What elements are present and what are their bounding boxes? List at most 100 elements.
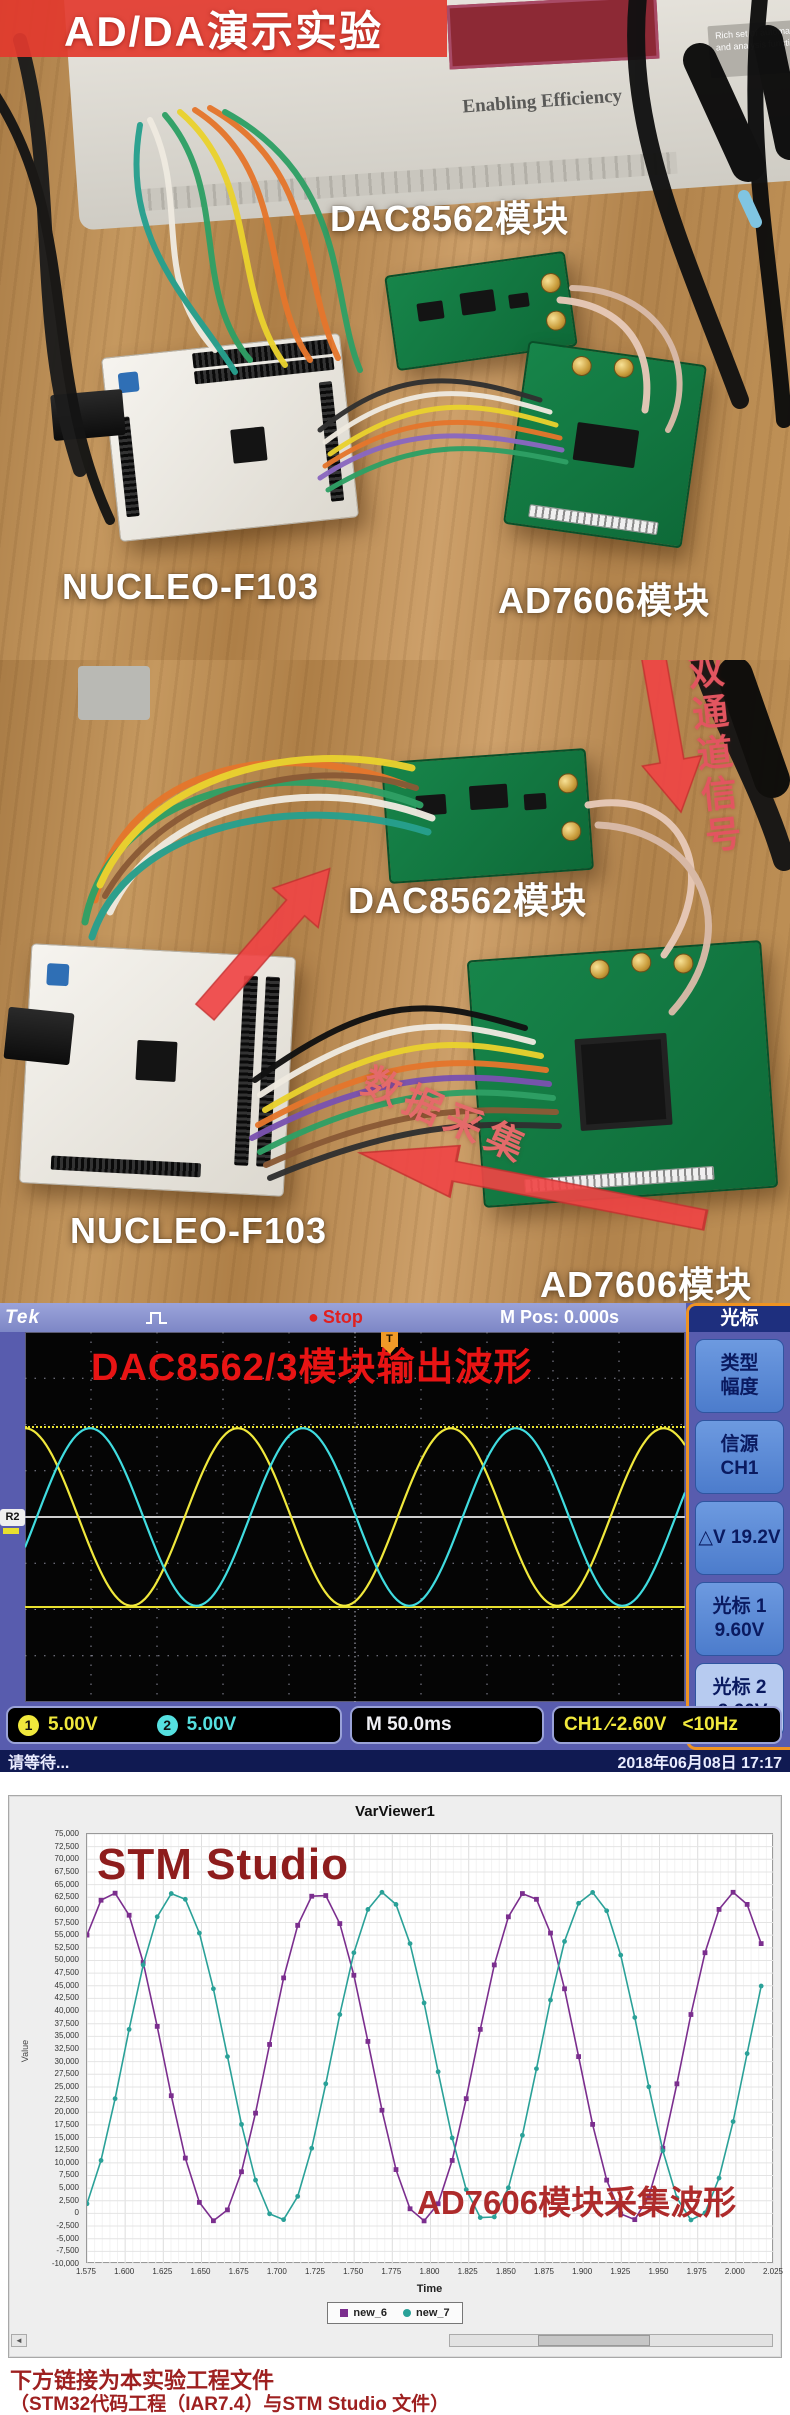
y-tick-label: 25,000: [54, 2081, 79, 2091]
y-tick-label: 67,500: [54, 1866, 79, 1876]
x-tick-label: 1.650: [190, 2267, 211, 2276]
x-tick-label: 1.925: [610, 2267, 631, 2276]
trigger-frequency: <10Hz: [682, 1714, 738, 1735]
scope-overlay-title: DAC8562/3模块输出波形: [91, 1347, 533, 1389]
horizontal-scrollbar[interactable]: [449, 2334, 773, 2347]
y-tick-label: 15,000: [54, 2132, 79, 2142]
scrollbar-thumb[interactable]: [538, 2335, 650, 2346]
timebase-value: M 50.0ms: [366, 1714, 452, 1735]
scope-display: DAC8562/3模块输出波形 T: [25, 1332, 685, 1702]
y-tick-label: 10,000: [54, 2157, 79, 2167]
y-tick-label: 60,000: [54, 1904, 79, 1914]
y-tick-label: -2,500: [56, 2221, 79, 2231]
timebase-readout: M 50.0ms: [350, 1706, 544, 1744]
scroll-left-arrow[interactable]: ◄: [11, 2334, 27, 2347]
menu-button-type[interactable]: 类型 幅度: [695, 1339, 784, 1413]
menu-btn-line: 信源: [720, 1434, 759, 1456]
scope-status-bar: 请等待... 2018年06月08日 17:17: [0, 1750, 790, 1772]
ch1-scale: 5.00V: [48, 1714, 98, 1735]
menu-header: 光标: [689, 1306, 790, 1332]
new6-marker-icon: [340, 2309, 349, 2317]
acquisition-status: ● Stop: [308, 1307, 363, 1328]
status-message: 请等待...: [8, 1755, 70, 1772]
ch1-ground-tick: [3, 1528, 19, 1534]
photo1-adc-label: AD7606模块: [498, 580, 711, 621]
adc-waveform-caption: AD7606模块采集波形: [417, 2184, 737, 2221]
photo2-mcu-label: NUCLEO-F103: [70, 1210, 328, 1251]
photo1-mcu-label: NUCLEO-F103: [62, 566, 320, 607]
y-tick-label: -7,500: [56, 2246, 79, 2256]
arrow-to-dac: [194, 867, 331, 1021]
channel-scale-readout: 1 5.00V 2 5.00V: [6, 1706, 342, 1744]
ref-r2-line: [25, 1516, 685, 1518]
y-tick-label: -5,000: [56, 2233, 79, 2243]
y-tick-label: 20,000: [54, 2107, 79, 2117]
scope-side-menu: 光标 类型 幅度 信源 CH1 △V 19.2V 光标 1 9.60V 光标 2…: [686, 1303, 790, 1750]
cursor-1-line: [25, 1426, 685, 1428]
ch2-badge: 2: [156, 1714, 178, 1736]
legend-item-new7: new_7: [403, 2307, 450, 2319]
y-tick-label: 52,500: [54, 1942, 79, 1952]
chart-legend: new_6 new_7: [9, 2302, 781, 2324]
y-tick-label: 0: [74, 2208, 79, 2218]
legend-box: new_6 new_7: [327, 2302, 463, 2324]
x-tick-label: 1.825: [457, 2267, 478, 2276]
x-axis-title: Time: [416, 2283, 443, 2295]
x-tick-label: 1.875: [533, 2267, 555, 2276]
trigger-level: CH1 ∕-2.60V: [564, 1714, 667, 1735]
y-tick-label: 65,000: [54, 1879, 79, 1889]
stop-label: Stop: [322, 1307, 363, 1327]
stm-studio-overlay-text: STM Studio: [97, 1840, 349, 1889]
photo1-wires: [0, 0, 790, 525]
new7-marker-icon: [403, 2309, 411, 2317]
y-tick-label: 27,500: [54, 2069, 79, 2079]
m-position-readout: M Pos: 0.000s: [500, 1307, 620, 1327]
menu-button-cursor-1[interactable]: 光标 1 9.60V: [695, 1582, 784, 1656]
menu-btn-line: 类型: [720, 1353, 759, 1375]
status-datetime: 2018年06月08日 17:17: [617, 1755, 782, 1772]
menu-button-delta-v[interactable]: △V 19.2V: [695, 1501, 784, 1575]
photo1-dac-label: DAC8562模块: [330, 198, 570, 239]
menu-btn-line: 9.60V: [714, 1620, 765, 1641]
x-tick-label: 1.675: [228, 2267, 249, 2276]
y-tick-label: 32,500: [54, 2044, 79, 2053]
trigger-readout: CH1 ∕-2.60V <10Hz: [552, 1706, 782, 1744]
x-tick-label: 1.600: [114, 2267, 135, 2276]
y-tick-label: 42,500: [54, 1993, 79, 2003]
arrow-data-acquisition: [356, 1144, 709, 1231]
x-tick-label: 1.800: [419, 2267, 440, 2276]
menu-btn-line: 光标 2: [712, 1677, 767, 1699]
ch2-scale: 5.00V: [186, 1714, 237, 1735]
x-tick-label: 1.775: [381, 2267, 402, 2276]
var-viewer-title: VarViewer1: [355, 1803, 435, 1820]
y-tick-label: 47,500: [54, 1968, 79, 1978]
x-tick-label: 2.025: [762, 2267, 784, 2276]
title-banner: AD/DA演示实验: [0, 0, 447, 57]
y-tick-label: 37,500: [54, 2018, 79, 2028]
photo2-adc-label: AD7606模块: [540, 1264, 753, 1303]
y-tick-label: 22,500: [54, 2094, 79, 2104]
legend-item-new6: new_6: [340, 2307, 387, 2319]
x-tick-label: 1.575: [75, 2267, 97, 2276]
photo2-arrows: [194, 660, 709, 1231]
y-tick-label: 45,000: [54, 1980, 79, 1990]
y-tick-label: 70,000: [54, 1854, 79, 1864]
tek-logo: Tek: [5, 1306, 41, 1328]
scope-top-bar: Tek ● Stop M Pos: 0.000s: [0, 1303, 686, 1332]
x-tick-label: 1.700: [266, 2267, 287, 2276]
trigger-position-marker: T: [381, 1332, 398, 1354]
x-tick-label: 1.850: [495, 2267, 516, 2276]
y-tick-label: 72,500: [54, 1841, 79, 1851]
ch1-badge: 1: [18, 1714, 39, 1736]
legend-label: new_7: [416, 2307, 450, 2319]
footer-line-2: （STM32代码工程（IAR7.4）与STM Studio 文件）: [10, 2394, 450, 2415]
menu-button-source[interactable]: 信源 CH1: [695, 1420, 784, 1494]
y-tick-label: 55,000: [54, 1930, 79, 1940]
photo2-wires: [81, 660, 790, 1181]
gray-connector: [78, 666, 150, 720]
menu-btn-line: 幅度: [720, 1377, 759, 1398]
